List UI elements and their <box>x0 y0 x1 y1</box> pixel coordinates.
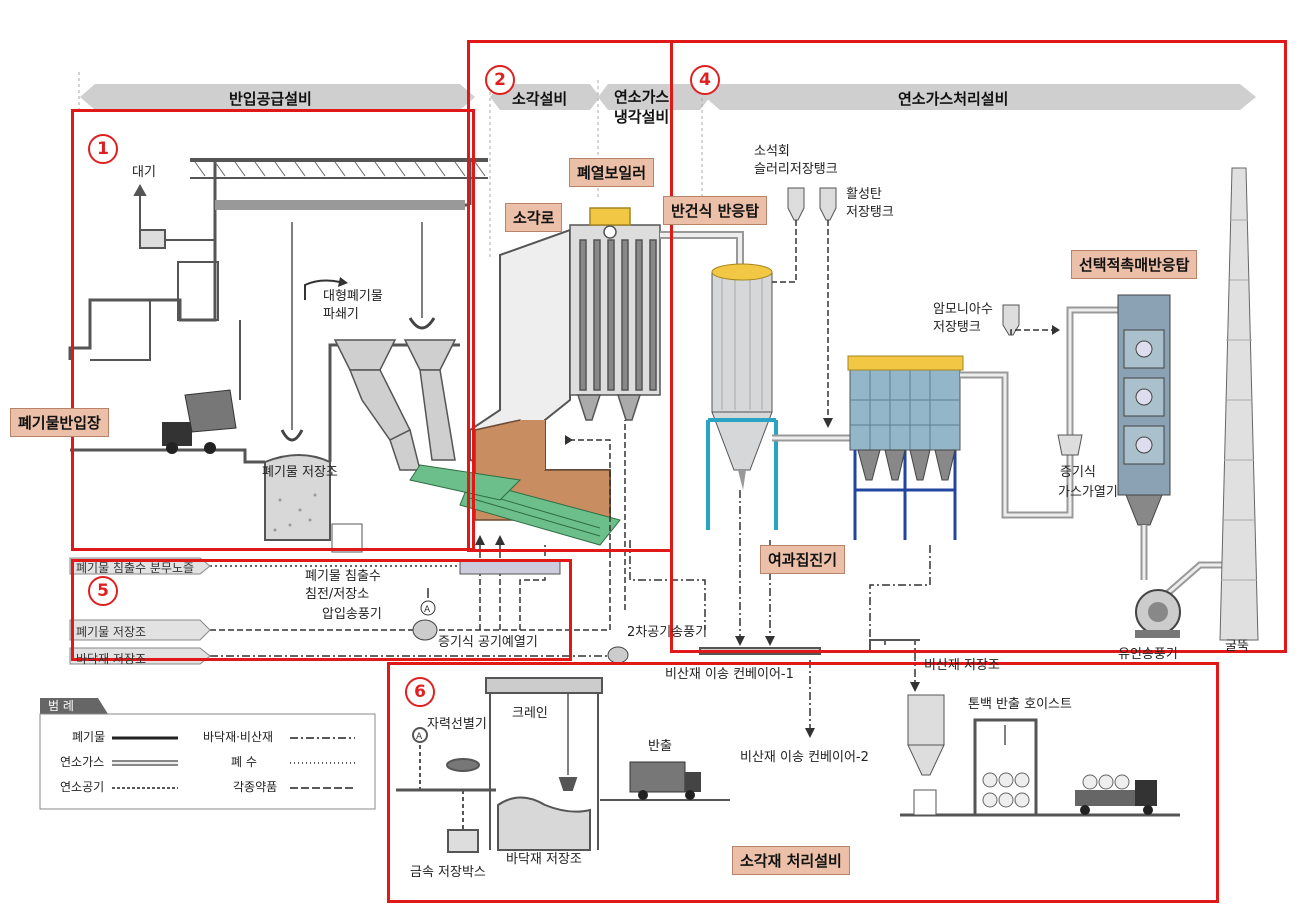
header-incinerator: 소각설비 <box>512 90 568 108</box>
incinerator-drawing <box>409 228 621 546</box>
chemical-tanks <box>787 187 1020 336</box>
header-cooling-1: 연소가스 <box>614 88 670 106</box>
region-1-box <box>71 109 475 551</box>
label-lime-1: 소석회 <box>754 144 790 159</box>
legend-item-waste: 폐기물 <box>72 730 106 744</box>
id-fan-drawing <box>1135 589 1181 638</box>
arrow-label-bottom-ash: 바닥재 저장조 <box>76 652 147 666</box>
label-waste-bunker: 폐기물 저장조 <box>262 465 338 480</box>
fdf-drawing <box>331 523 561 641</box>
label-fly-ash-silo: 비산재 저장조 <box>924 658 1000 673</box>
tag-incinerator: 소각로 <box>505 203 563 232</box>
label-leachate-1: 폐기물 침출수 <box>305 569 381 584</box>
stack-drawing <box>1219 167 1259 641</box>
tag-waste-intake: 폐기물반입장 <box>10 408 109 437</box>
legend-frame <box>39 698 376 810</box>
label-gas-heater-2: 가스가열기 <box>1058 485 1118 500</box>
label-carbon-1: 활성탄 <box>846 187 882 202</box>
label-ammonia-1: 암모니아수 <box>933 302 993 317</box>
region-6-box <box>387 662 1219 903</box>
header-cooling-2: 냉각설비 <box>614 108 670 126</box>
legend-title: 범 례 <box>48 699 74 713</box>
svg-text:A: A <box>416 732 423 742</box>
legend-item-ash: 바닥재·비산재 <box>203 730 274 744</box>
region-number-6: 6 <box>405 677 435 707</box>
label-shredder-1: 대형폐기물 <box>323 289 383 304</box>
label-export: 반출 <box>648 739 672 754</box>
tag-boiler: 폐열보일러 <box>569 158 655 187</box>
label-bottom-ash-pit: 바닥재 저장조 <box>506 852 582 867</box>
hoist-frame <box>973 718 1038 815</box>
gas-heater-drawing <box>1057 434 1083 456</box>
label-leachate-2: 침전/저장소 <box>305 587 370 602</box>
label-fdf: 압입송풍기 <box>322 607 382 622</box>
region-5-box <box>71 559 572 661</box>
header-bands <box>80 84 1256 110</box>
label-atmosphere: 대기 <box>132 165 156 180</box>
legend-item-wastewater: 폐 수 <box>231 755 257 769</box>
tag-scr: 선택적촉매반응탑 <box>1071 250 1198 279</box>
header-gas-treatment: 연소가스처리설비 <box>898 90 1009 108</box>
region-4-box <box>670 40 1287 653</box>
tag-bag-filter: 여과집진기 <box>760 545 846 574</box>
flow-origin-arrows <box>69 557 211 665</box>
waste-bunker-drawing <box>264 222 331 541</box>
scr-drawing <box>1117 294 1171 526</box>
tag-semi-dry-reactor: 반건식 반응탑 <box>663 196 768 225</box>
export-truck <box>629 761 701 800</box>
label-fly-ash-conveyor-1: 비산재 이송 컨베이어-1 <box>665 667 794 682</box>
arrow-label-bunker: 폐기물 저장조 <box>76 625 147 639</box>
reactor-drawing <box>706 263 850 530</box>
tag-ash-treatment: 소각재 처리설비 <box>732 846 850 875</box>
legend-item-combustion-air: 연소공기 <box>60 780 105 794</box>
legend-item-flue-gas: 연소가스 <box>60 755 105 769</box>
label-fly-ash-conveyor-2: 비산재 이송 컨베이어-2 <box>740 750 869 765</box>
label-stack: 굴뚝 <box>1225 639 1249 654</box>
label-ton-bag-hoist: 톤백 반출 호이스트 <box>968 697 1072 712</box>
label-magnetic-separator: 자력선별기 <box>427 717 487 732</box>
arrow-label-leachate: 폐기물 침출수 분무노즐 <box>76 561 195 575</box>
label-ammonia-2: 저장탱크 <box>933 320 981 335</box>
svg-text:A: A <box>424 605 431 615</box>
region-number-1: 1 <box>88 134 118 164</box>
label-gas-heater-1: 증기식 <box>1060 465 1096 480</box>
label-shredder-2: 파쇄기 <box>323 307 359 322</box>
ash-area <box>396 677 1180 853</box>
legend-item-chemicals: 각종약품 <box>233 780 278 794</box>
fly-ash-silo-drawing <box>907 694 945 816</box>
label-crane: 크레인 <box>512 706 548 721</box>
shredder-drawing <box>333 222 457 471</box>
region-number-2: 2 <box>485 65 515 95</box>
boiler-drawing <box>569 207 661 421</box>
ton-bags <box>982 772 1030 808</box>
header-intake: 반입공급설비 <box>229 90 312 108</box>
bag-filter-drawing <box>847 355 964 540</box>
label-idf: 유인송풍기 <box>1118 647 1178 662</box>
label-air-preheater: 증기식 공기예열기 <box>438 635 538 650</box>
label-secondary-fan: 2차공기송풍기 <box>627 625 708 640</box>
region-number-4: 4 <box>690 65 720 95</box>
region-number-5: 5 <box>88 576 118 606</box>
label-carbon-2: 저장탱크 <box>846 205 894 220</box>
label-lime-2: 슬러리저장탱크 <box>754 162 838 177</box>
bag-truck <box>1075 774 1157 815</box>
label-metal-box: 금속 저장박스 <box>410 865 486 880</box>
dump-truck <box>162 389 237 454</box>
vent <box>133 183 215 249</box>
